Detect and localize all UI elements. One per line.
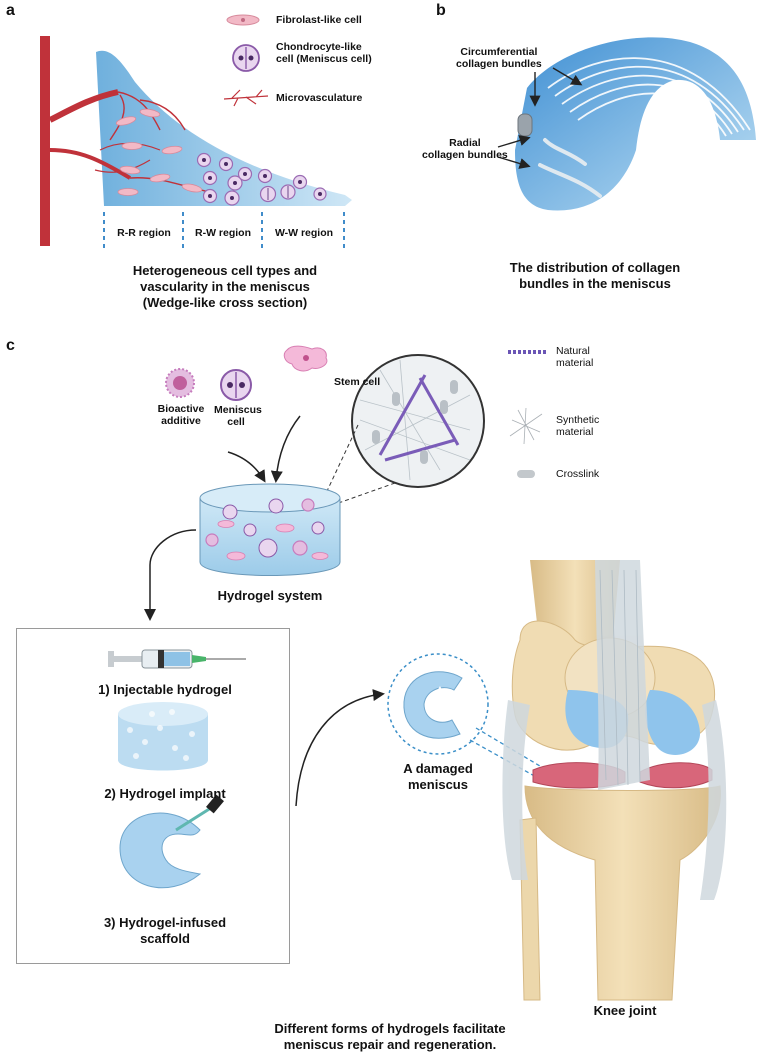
- form-injectable: 1) Injectable hydrogel: [98, 682, 232, 697]
- region-rw: R-W region: [195, 227, 251, 239]
- bioactive-line-1: Bioactive: [157, 403, 205, 415]
- legend-icons-c: [508, 350, 546, 478]
- circumferential-line-1: Circumferential: [460, 46, 538, 58]
- meniscus-cell-line-2: cell: [227, 416, 245, 428]
- radial-line-1: Radial: [449, 137, 481, 149]
- caption-b-line-2: bundles in the meniscus: [519, 276, 671, 291]
- radial-label: Radial collagen bundles: [422, 137, 508, 161]
- stem-cell-icon: [283, 345, 328, 372]
- crosslink-label: Crosslink: [556, 468, 600, 480]
- natural-material-label: Natural material: [556, 345, 593, 369]
- radial-line-2: collagen bundles: [422, 149, 508, 161]
- synthetic-line-2: material: [556, 426, 594, 438]
- flow-arrow: [144, 529, 197, 621]
- caption-c-line-2: meniscus repair and regeneration.: [283, 1037, 497, 1052]
- caption-b-line-1: The distribution of collagen: [509, 260, 681, 275]
- fibroblast-cells: [115, 108, 203, 196]
- caption-a: Heterogeneous cell types and vascularity…: [90, 263, 360, 311]
- fibroblast-icon: [226, 14, 260, 26]
- curved-arrow: [295, 689, 385, 807]
- bioactive-additive-icon: [165, 368, 195, 398]
- hydrogel-cylinder: [199, 483, 341, 576]
- stem-cell-label: Stem cell: [334, 376, 381, 388]
- damaged-meniscus-label: A damaged meniscus: [388, 761, 488, 793]
- panel-a-wedge: [96, 50, 352, 206]
- natural-line-2: material: [556, 357, 594, 369]
- meniscus-cell-label: Meniscus cell: [214, 404, 262, 428]
- region-rr: R-R region: [117, 227, 171, 239]
- hydrogel-implant-icon: [118, 702, 208, 771]
- microvasculature-label: Microvasculature: [276, 92, 363, 104]
- natural-line-1: Natural: [556, 345, 590, 357]
- syringe-icon: [108, 649, 246, 669]
- damaged-meniscus: [387, 653, 489, 755]
- bioactive-label: Bioactive additive: [156, 403, 206, 427]
- meniscus-cell-icon: [220, 369, 252, 401]
- bioactive-line-2: additive: [161, 415, 201, 427]
- fibroblast-label: Fibrolast-like cell: [276, 14, 362, 26]
- synthetic-material-label: Synthetic material: [556, 414, 599, 438]
- damaged-line-1: A damaged: [403, 761, 473, 776]
- meniscus-cell-line-1: Meniscus: [214, 404, 262, 416]
- caption-c-line-1: Different forms of hydrogels facilitate: [274, 1021, 506, 1036]
- circumferential-label: Circumferential collagen bundles: [456, 46, 542, 70]
- panel-b-arrows: [497, 67, 583, 169]
- form-scaffold-line-1: 3) Hydrogel-infused: [103, 915, 227, 930]
- form-scaffold: 3) Hydrogel-infused scaffold: [60, 915, 270, 947]
- synthetic-line-1: Synthetic: [556, 414, 600, 426]
- region-dividers: [103, 212, 345, 250]
- panel-c-label: c: [6, 337, 15, 354]
- hydrogel-forms-box: [16, 628, 290, 964]
- caption-c: Different forms of hydrogels facilitate …: [240, 1021, 540, 1053]
- chondrocyte-label-2: cell (Meniscus cell): [276, 53, 372, 65]
- panel-a-label: a: [6, 2, 15, 19]
- circumferential-line-2: collagen bundles: [456, 58, 542, 70]
- scaffold-icon: [119, 794, 224, 889]
- input-arrows: [227, 415, 301, 483]
- form-scaffold-line-2: scaffold: [140, 931, 190, 946]
- knee-joint: [502, 560, 727, 1001]
- panel-b-meniscus: [515, 37, 756, 211]
- hydrogel-system-label: Hydrogel system: [217, 588, 323, 603]
- caption-b: The distribution of collagen bundles in …: [470, 260, 720, 292]
- region-ww: W-W region: [274, 227, 334, 239]
- magnified-view: [351, 354, 485, 488]
- zoom-lines: [319, 424, 396, 507]
- knee-joint-label: Knee joint: [593, 1003, 657, 1018]
- caption-a-line-2: vascularity in the meniscus: [140, 279, 310, 294]
- caption-a-line-3: (Wedge-like cross section): [142, 295, 308, 310]
- damaged-line-2: meniscus: [408, 777, 468, 792]
- chondrocyte-icon: [232, 44, 260, 72]
- caption-a-line-1: Heterogeneous cell types and: [132, 263, 318, 278]
- form-implant: 2) Hydrogel implant: [104, 786, 226, 801]
- chondrocyte-label-1: Chondrocyte-like: [276, 41, 362, 53]
- microvasculature-icon: [223, 89, 269, 107]
- panel-b-label: b: [436, 2, 446, 19]
